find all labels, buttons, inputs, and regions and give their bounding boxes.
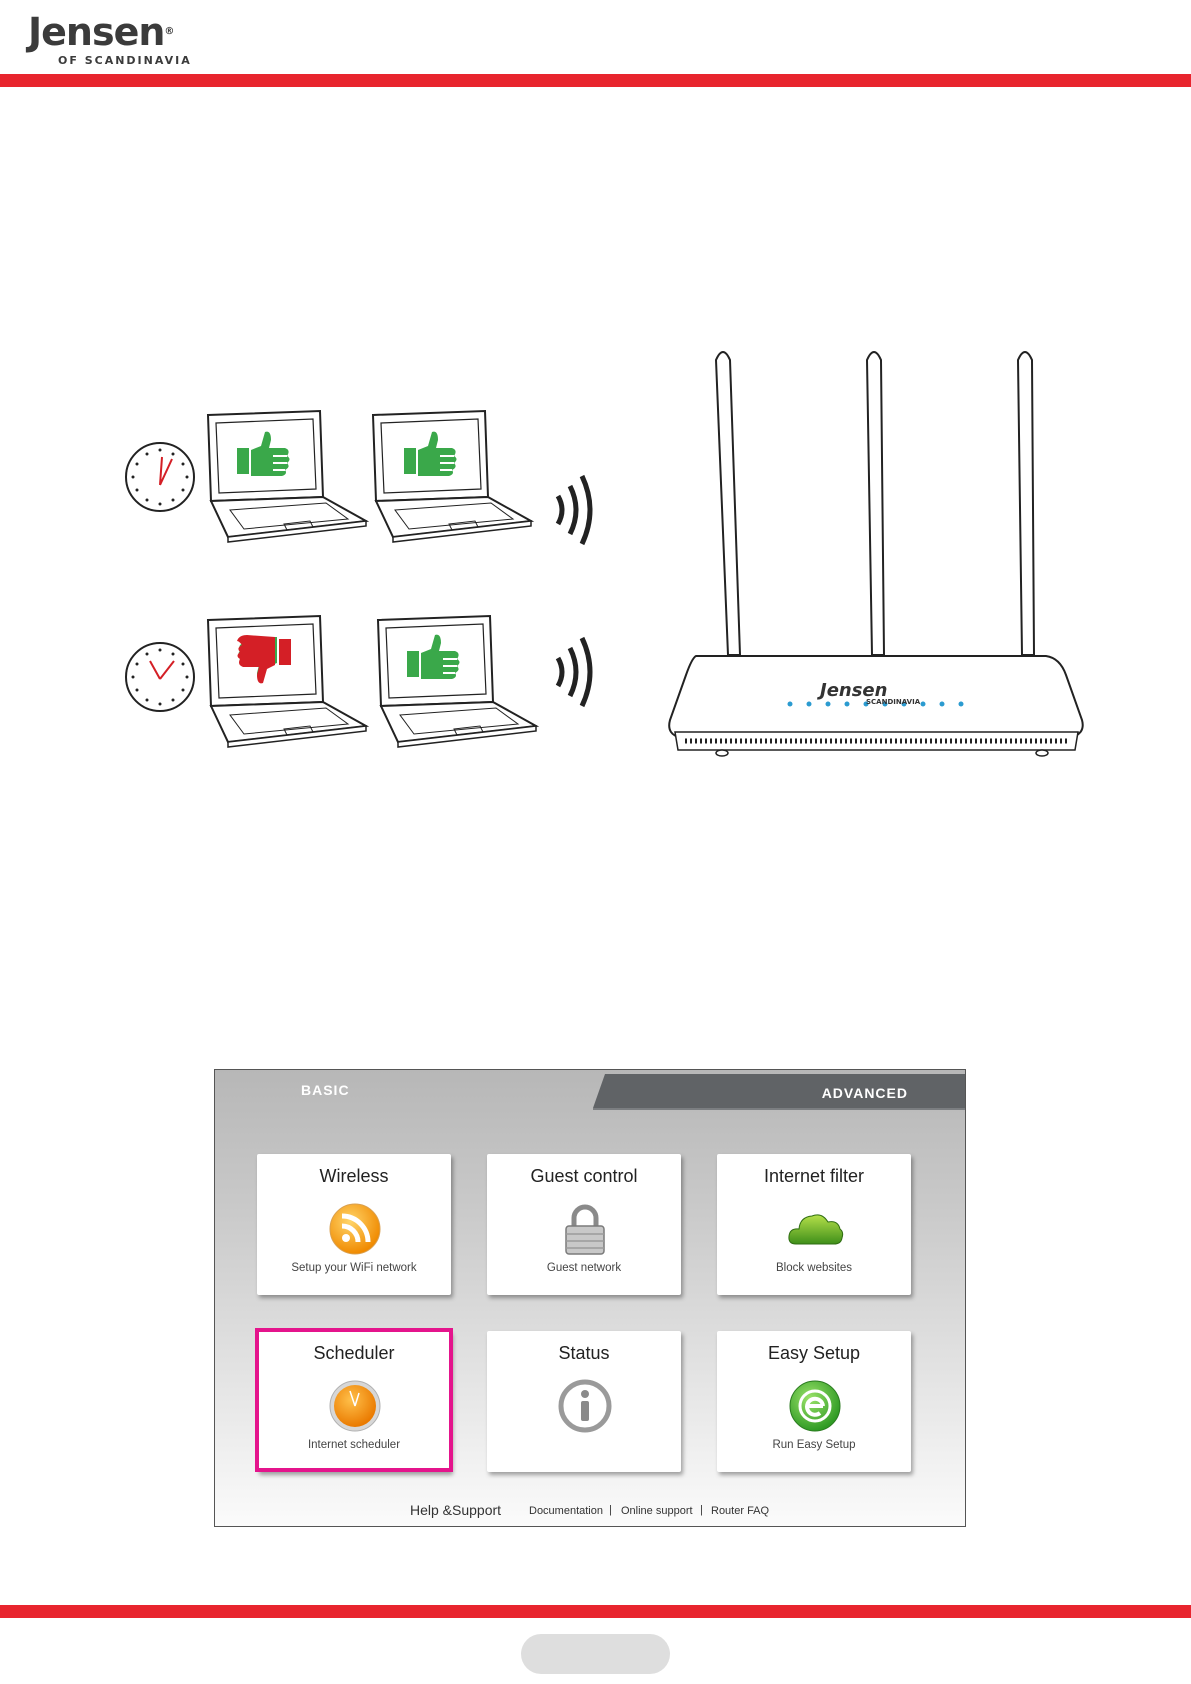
- tab-advanced-label: ADVANCED: [822, 1085, 908, 1101]
- header-red-bar: [0, 74, 1191, 87]
- tile-title: Guest control: [487, 1166, 681, 1187]
- tab-advanced-strip: [593, 1108, 966, 1110]
- tile-title: Status: [487, 1343, 681, 1364]
- brand-name: Jensen®: [28, 12, 192, 52]
- easy-setup-icon: [788, 1379, 842, 1433]
- tab-basic[interactable]: BASIC: [301, 1082, 350, 1098]
- footer-separator: |: [609, 1504, 612, 1516]
- tab-advanced[interactable]: ADVANCED: [593, 1074, 966, 1108]
- tile-title: Wireless: [257, 1166, 451, 1187]
- registered-mark: ®: [164, 26, 173, 37]
- laptop-icon: [373, 411, 531, 542]
- tile-title: Internet filter: [717, 1166, 911, 1187]
- tile-easy-setup[interactable]: Easy Setup Run Easy Setup: [717, 1331, 911, 1472]
- page-number-pill: [521, 1634, 670, 1674]
- wifi-rss-icon: [328, 1202, 382, 1256]
- help-support-label: Help &Support: [410, 1502, 501, 1518]
- tile-title: Easy Setup: [717, 1343, 911, 1364]
- tile-desc: Guest network: [487, 1262, 681, 1274]
- laptop-icon: [208, 411, 366, 542]
- clock-icon: [126, 643, 194, 711]
- online-support-link[interactable]: Online support: [621, 1505, 693, 1517]
- illustration-svg: Jensen SCANDINAVIA: [110, 350, 1090, 790]
- tile-desc: Run Easy Setup: [717, 1439, 911, 1451]
- footer-red-bar: [0, 1605, 1191, 1618]
- wifi-signal-icon: [558, 476, 590, 544]
- footer-separator: |: [700, 1504, 703, 1516]
- documentation-link[interactable]: Documentation: [529, 1505, 603, 1517]
- router-logo-sub: SCANDINAVIA: [866, 698, 921, 706]
- info-icon: [558, 1379, 612, 1433]
- tile-desc: Block websites: [717, 1262, 911, 1274]
- tile-internet-filter[interactable]: Internet filter Block websites: [717, 1154, 911, 1295]
- wifi-signal-icon: [558, 638, 590, 706]
- tile-status[interactable]: Status: [487, 1331, 681, 1472]
- scheduler-illustration: Jensen SCANDINAVIA: [110, 350, 1090, 790]
- tile-desc: Setup your WiFi network: [257, 1262, 451, 1274]
- padlock-icon: [558, 1202, 612, 1256]
- router-admin-panel: BASIC ADVANCED Wireless Setup your WiFi …: [214, 1069, 966, 1527]
- tile-wireless[interactable]: Wireless Setup your WiFi network: [257, 1154, 451, 1295]
- cloud-icon: [778, 1202, 852, 1256]
- laptop-icon: [378, 616, 536, 747]
- router-icon: Jensen SCANDINAVIA: [669, 352, 1083, 756]
- brand-subtitle: OF SCANDINAVIA: [58, 54, 192, 67]
- help-support-footer: Help &Support Documentation | Online sup…: [215, 1502, 965, 1522]
- tile-guest-control[interactable]: Guest control Guest network: [487, 1154, 681, 1295]
- router-faq-link[interactable]: Router FAQ: [711, 1505, 769, 1517]
- clock-icon: [126, 443, 194, 511]
- scheduler-highlight: [255, 1328, 453, 1472]
- brand-logo: Jensen® OF SCANDINAVIA: [28, 12, 192, 67]
- laptop-icon: [208, 616, 366, 747]
